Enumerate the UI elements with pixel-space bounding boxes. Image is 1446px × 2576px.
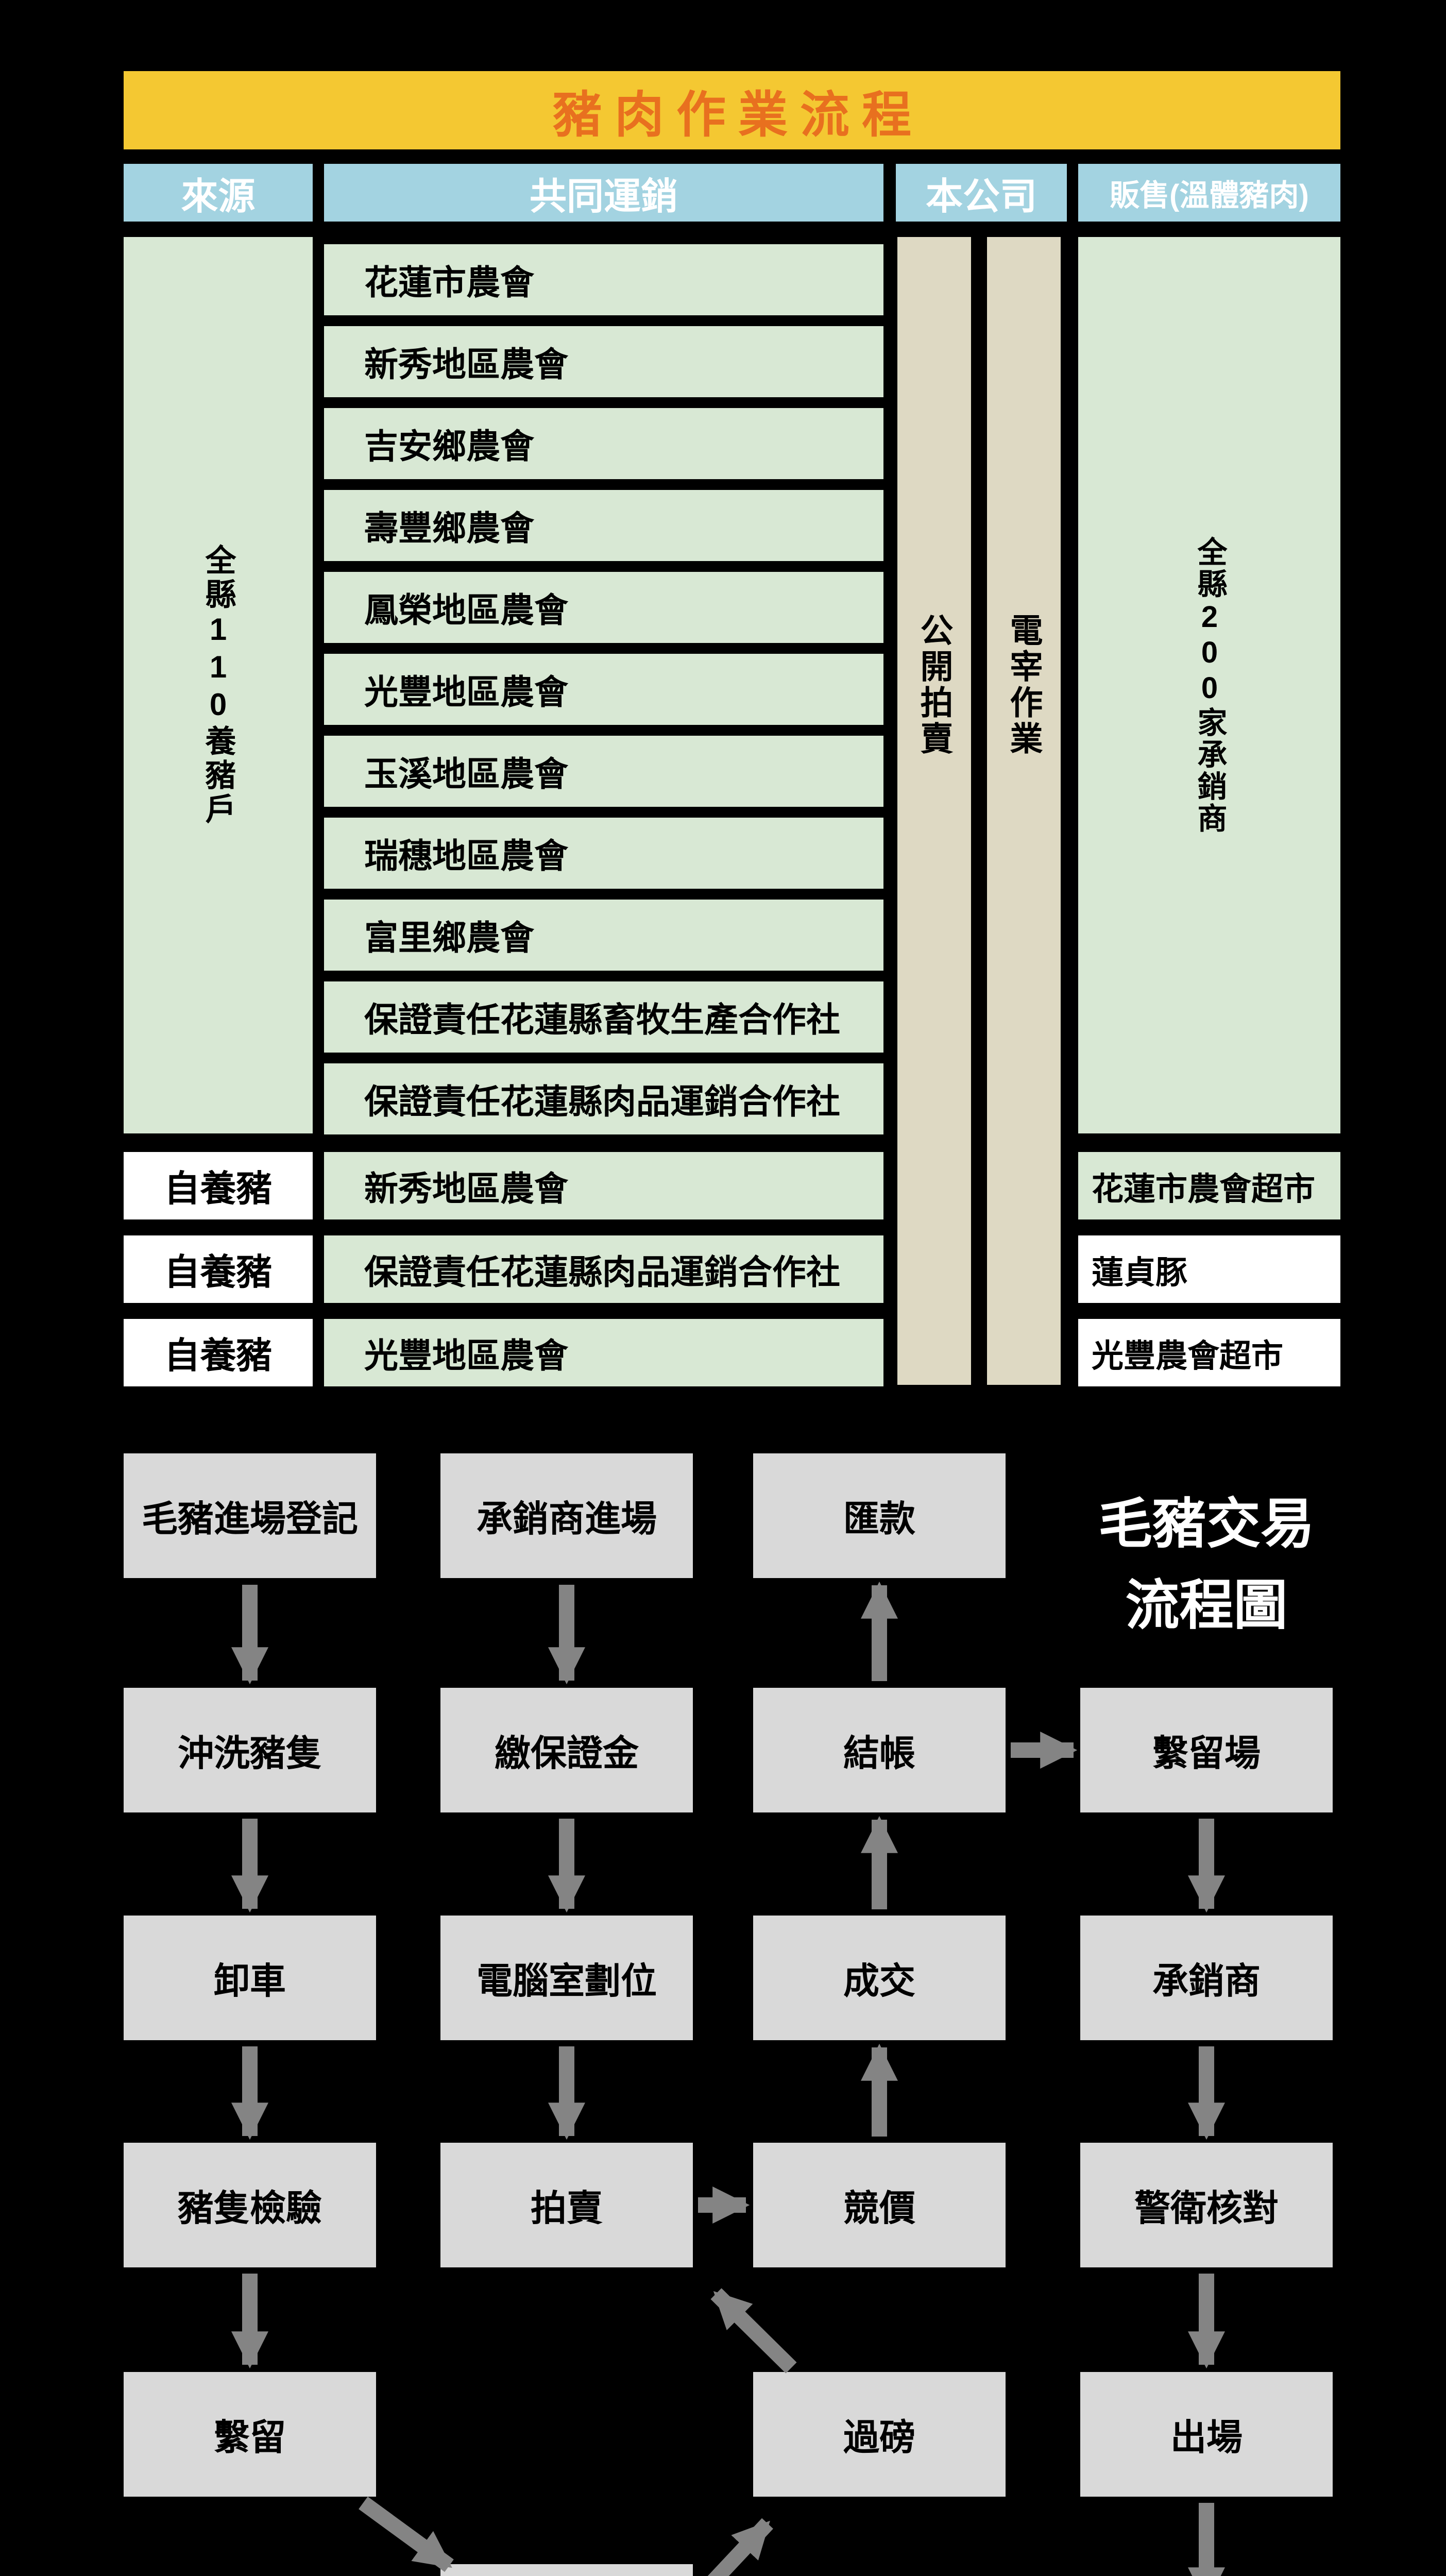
flow-box-exit: 出場 bbox=[1080, 2372, 1333, 2497]
flow-box-inspection: 豬隻檢驗 bbox=[124, 2143, 376, 2267]
sales-dealers-cell: 全縣200家承銷商 bbox=[1078, 237, 1340, 1133]
list-item: 保證責任花蓮縣畜牧生產合作社 bbox=[324, 981, 883, 1053]
header-company-label: 本公司 bbox=[925, 176, 1037, 217]
header-company: 本公司 bbox=[896, 164, 1067, 222]
header-source-label: 來源 bbox=[181, 176, 256, 217]
flow-box-guard-check: 警衛核對 bbox=[1080, 2143, 1333, 2267]
auction-bar: 公開拍賣 bbox=[897, 237, 971, 1385]
arrow-weigh-to-auction bbox=[710, 2288, 797, 2374]
flowchart-title-line2: 流程圖 bbox=[1125, 1575, 1288, 1636]
diagram-title: 豬肉作業流程 bbox=[553, 87, 924, 143]
slaughter-bar-label: 電宰作業 bbox=[1005, 613, 1043, 757]
self-raised-cell: 自養豬 bbox=[124, 1152, 313, 1219]
auction-bar-label: 公開拍賣 bbox=[915, 613, 953, 757]
flow-box-weighing: 過磅 bbox=[753, 2372, 1006, 2497]
list-item: 壽豐鄉農會 bbox=[324, 490, 883, 561]
source-farmers-cell: 全縣110養豬戶 bbox=[124, 237, 313, 1133]
list-item: 新秀地區農會 bbox=[324, 326, 883, 397]
diagram-title-banner: 豬肉作業流程 bbox=[124, 71, 1340, 149]
flow-box-dealer-entry: 承銷商進場 bbox=[440, 1453, 693, 1578]
flow-box-holding-area: 繫留場 bbox=[1080, 1688, 1333, 1812]
header-joint-marketing-label: 共同運銷 bbox=[529, 176, 678, 217]
header-joint-marketing: 共同運銷 bbox=[324, 164, 883, 222]
flowchart-title-line1: 毛豬交易 bbox=[1098, 1494, 1315, 1554]
flow-box-computer-seating: 電腦室劃位 bbox=[440, 1916, 693, 2040]
list-item: 光豐地區農會 bbox=[324, 654, 883, 725]
list-item: 富里鄉農會 bbox=[324, 900, 883, 971]
flow-box-remittance: 匯款 bbox=[753, 1453, 1006, 1578]
list-item: 吉安鄉農會 bbox=[324, 408, 883, 479]
list-item: 保證責任花蓮縣肉品運銷合作社 bbox=[324, 1063, 883, 1134]
flow-box-entry-registration: 毛豬進場登記 bbox=[124, 1453, 376, 1578]
header-sales: 販售(溫體豬肉) bbox=[1078, 164, 1340, 222]
bottom-marketing-cell: 保證責任花蓮縣肉品運銷合作社 bbox=[324, 1235, 883, 1303]
arrow-tether-to-lottery bbox=[359, 2496, 454, 2572]
sales-dealers-label: 全縣200家承銷商 bbox=[1193, 536, 1227, 835]
flow-box-pay-deposit: 繳保證金 bbox=[440, 1688, 693, 1812]
slaughter-bar: 電宰作業 bbox=[987, 237, 1061, 1385]
flow-box-unload: 卸車 bbox=[124, 1916, 376, 2040]
bottom-marketing-cell: 新秀地區農會 bbox=[324, 1152, 883, 1219]
flow-box-dealer: 承銷商 bbox=[1080, 1916, 1333, 2040]
flow-box-bidding: 競價 bbox=[753, 2143, 1006, 2267]
flow-box-lottery-number: 抽籤編號 bbox=[440, 2564, 693, 2576]
bottom-sales-cell: 光豐農會超市 bbox=[1078, 1319, 1340, 1386]
flow-box-wash-pigs: 沖洗豬隻 bbox=[124, 1688, 376, 1812]
arrow-lottery-to-weigh bbox=[707, 2518, 773, 2576]
flow-box-tether: 繫留 bbox=[124, 2372, 376, 2497]
list-item: 花蓮市農會 bbox=[324, 244, 883, 315]
bottom-marketing-cell: 光豐地區農會 bbox=[324, 1319, 883, 1386]
flow-box-auction: 拍賣 bbox=[440, 2143, 693, 2267]
header-sales-label: 販售(溫體豬肉) bbox=[1110, 179, 1309, 212]
list-item: 玉溪地區農會 bbox=[324, 736, 883, 807]
list-item: 瑞穗地區農會 bbox=[324, 818, 883, 889]
bottom-sales-cell: 花蓮市農會超市 bbox=[1078, 1152, 1340, 1219]
header-source: 來源 bbox=[124, 164, 313, 222]
flow-box-settlement: 結帳 bbox=[753, 1688, 1006, 1812]
source-farmers-label: 全縣110養豬戶 bbox=[201, 544, 235, 827]
self-raised-cell: 自養豬 bbox=[124, 1235, 313, 1303]
bottom-sales-cell: 蓮貞豚 bbox=[1078, 1235, 1340, 1303]
list-item: 鳳榮地區農會 bbox=[324, 572, 883, 643]
flow-box-deal: 成交 bbox=[753, 1916, 1006, 2040]
self-raised-cell: 自養豬 bbox=[124, 1319, 313, 1386]
flowchart-title: 毛豬交易 流程圖 bbox=[1080, 1484, 1333, 1646]
